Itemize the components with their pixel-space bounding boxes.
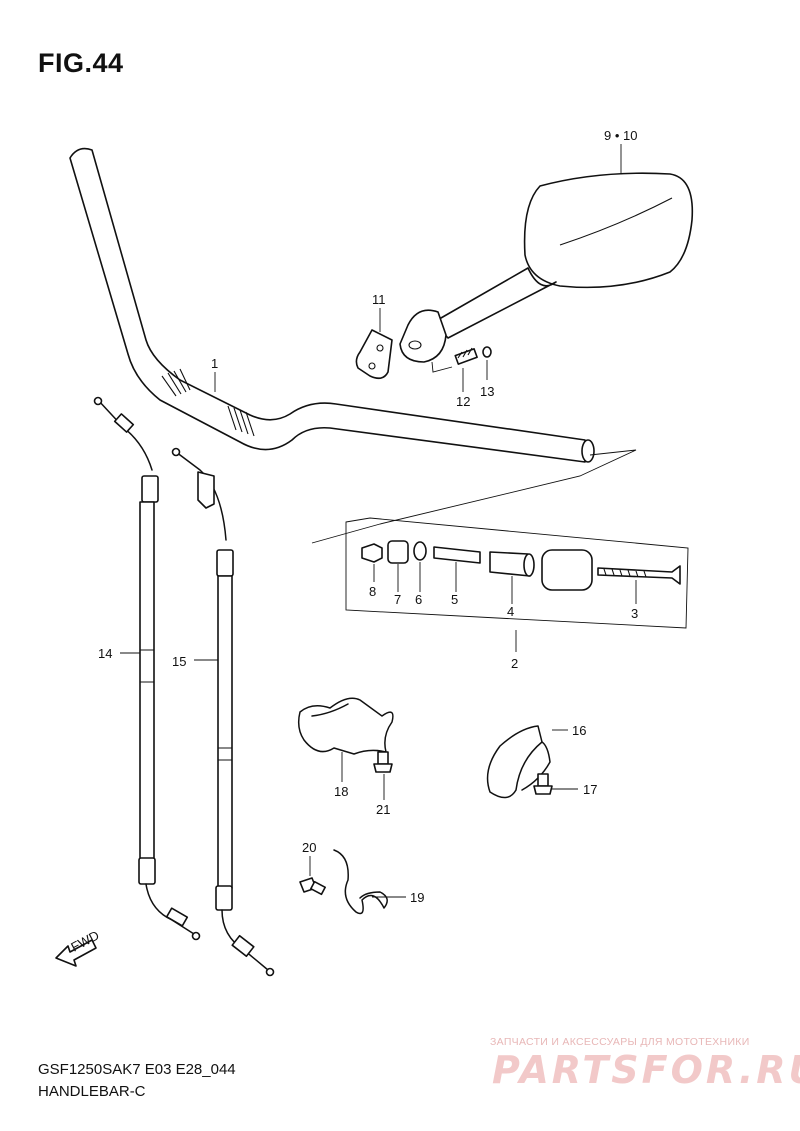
callout-16: 16 bbox=[572, 723, 586, 738]
watermark-brand: PARTSFOR.RU bbox=[492, 1048, 800, 1092]
callout-6: 6 bbox=[415, 592, 422, 607]
callout-3: 3 bbox=[631, 606, 638, 621]
callout-1: 1 bbox=[211, 356, 218, 371]
fwd-arrow-icon: FWD bbox=[55, 928, 102, 967]
cable-clamp-part-19[interactable] bbox=[333, 849, 388, 915]
balancer-assembly-part-2[interactable] bbox=[345, 517, 689, 629]
mirror-part-9-10[interactable] bbox=[399, 172, 694, 363]
callout-21: 21 bbox=[376, 802, 390, 817]
callout-20: 20 bbox=[302, 840, 316, 855]
callout-17: 17 bbox=[583, 782, 597, 797]
callout-13: 13 bbox=[480, 384, 494, 399]
model-code: GSF1250SAK7 E03 E28_044 bbox=[38, 1061, 236, 1078]
bolt-part-17[interactable] bbox=[533, 773, 553, 795]
return-cable-part-15[interactable] bbox=[171, 447, 275, 977]
bolt-part-21[interactable] bbox=[373, 751, 393, 773]
bolt-part-12[interactable] bbox=[454, 347, 478, 365]
throttle-cable-part-14[interactable] bbox=[93, 396, 201, 941]
washer-part-13[interactable] bbox=[482, 346, 492, 358]
figure-title: FIG.44 bbox=[38, 48, 124, 78]
callout-12: 12 bbox=[456, 394, 470, 409]
callout-11: 11 bbox=[372, 292, 386, 307]
callout-18: 18 bbox=[334, 784, 348, 799]
callout-2: 2 bbox=[511, 656, 518, 671]
handlebar-part-1[interactable] bbox=[69, 147, 595, 463]
cable-clamp-part-16[interactable] bbox=[486, 725, 551, 799]
callout-8: 8 bbox=[369, 584, 376, 599]
callout-4: 4 bbox=[507, 604, 514, 619]
watermark-tagline: ЗАПЧАСТИ И АКСЕССУАРЫ ДЛЯ МОТОТЕХНИКИ bbox=[490, 1036, 750, 1048]
bolt-part-20[interactable] bbox=[299, 877, 326, 896]
section-name: HANDLEBAR-C bbox=[38, 1083, 146, 1100]
cable-clamp-part-18[interactable] bbox=[297, 697, 394, 755]
callout-7: 7 bbox=[394, 592, 401, 607]
callout-9-10: 9 • 10 bbox=[604, 128, 637, 143]
callout-14: 14 bbox=[98, 646, 112, 661]
bracket-part-11[interactable] bbox=[355, 329, 393, 380]
callout-15: 15 bbox=[172, 654, 186, 669]
callout-19: 19 bbox=[410, 890, 424, 905]
callout-5: 5 bbox=[451, 592, 458, 607]
